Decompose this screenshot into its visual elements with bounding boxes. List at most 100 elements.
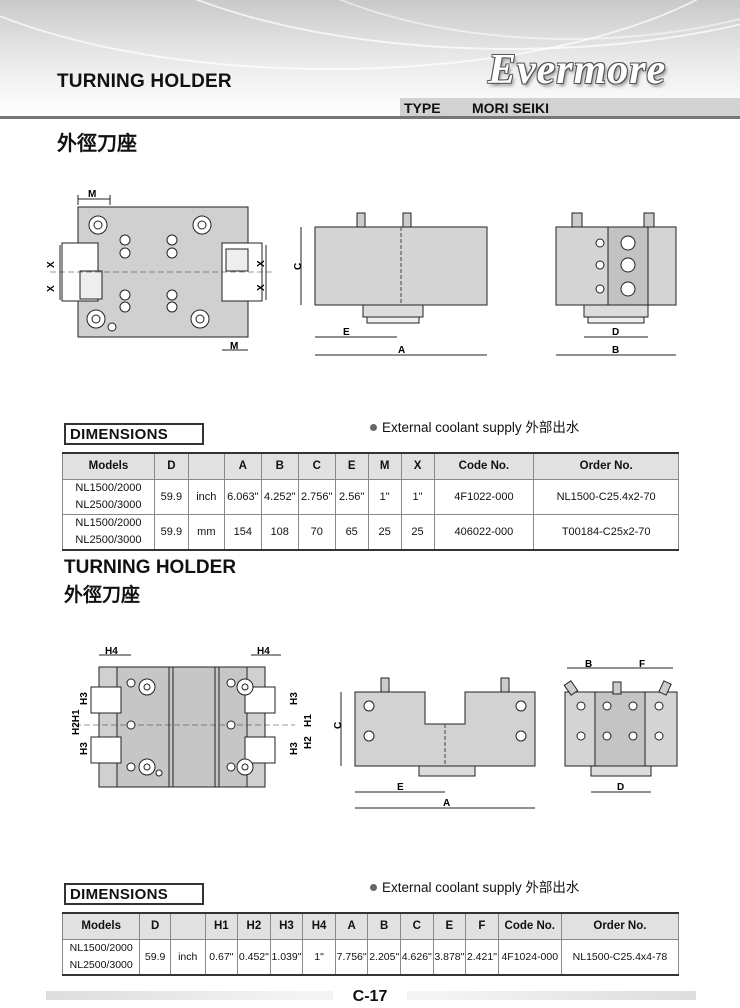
holder-side-view-drawing: D B bbox=[555, 212, 677, 356]
dim-h4-right: H4 bbox=[257, 646, 270, 657]
page-title: TURNING HOLDER bbox=[57, 71, 232, 92]
dim-m-top: M bbox=[88, 189, 96, 200]
cell-h3: 1.039" bbox=[269, 938, 304, 976]
cell-code: 4F1022-000 bbox=[433, 478, 535, 515]
col-header: A bbox=[334, 912, 369, 940]
dim-x-right-1: X bbox=[256, 260, 267, 267]
dim-f: F bbox=[639, 659, 645, 670]
col-header: B bbox=[367, 912, 401, 940]
col-header: H3 bbox=[269, 912, 304, 940]
col-header: Order No. bbox=[560, 912, 680, 940]
col-header: E bbox=[432, 912, 467, 940]
dimensions-table-1: Models D A B C E M X Code No. Order No. … bbox=[62, 452, 679, 551]
cell-b: 2.205" bbox=[367, 938, 401, 976]
cell-f: 2.421" bbox=[465, 938, 499, 976]
cell-a: 154 bbox=[223, 513, 262, 551]
dim-h2h1-left: H2H1 bbox=[71, 709, 82, 735]
cell-x: 1" bbox=[400, 478, 435, 515]
col-header: C bbox=[399, 912, 434, 940]
cell-a: 7.756" bbox=[334, 938, 369, 976]
cell-unit: inch bbox=[187, 478, 225, 515]
cell-h2: 0.452" bbox=[237, 938, 271, 976]
table-header-row: Models D A B C E M X Code No. Order No. bbox=[62, 452, 679, 480]
coolant-note-1: External coolant supply 外部出水 bbox=[370, 416, 579, 436]
col-header: H4 bbox=[302, 912, 336, 940]
header-band bbox=[0, 0, 740, 120]
col-header: E bbox=[334, 452, 369, 480]
cell-code: 406022-000 bbox=[433, 513, 535, 551]
section2-title: TURNING HOLDER bbox=[64, 557, 237, 578]
holder2-side-view-drawing: B F D bbox=[563, 659, 678, 793]
dimensions-label-1: DIMENSIONS bbox=[64, 423, 204, 445]
cell-e: 2.56" bbox=[334, 478, 369, 515]
col-header: F bbox=[465, 912, 499, 940]
dim-h3-left-bottom: H3 bbox=[79, 742, 90, 755]
dim-h3-right-bottom: H3 bbox=[289, 742, 300, 755]
dimensions-label-2: DIMENSIONS bbox=[64, 883, 204, 905]
col-header: Order No. bbox=[533, 452, 679, 480]
cell-e: 3.878" bbox=[432, 938, 467, 976]
dim-a: A bbox=[398, 345, 405, 356]
dim-d: D bbox=[612, 327, 619, 338]
bullet-icon bbox=[370, 884, 377, 891]
cell-code: 4F1024-000 bbox=[497, 938, 562, 976]
cell-e: 65 bbox=[334, 513, 369, 551]
holder2-front-view-drawing: C E A bbox=[333, 677, 536, 809]
coolant-note-2: External coolant supply 外部出水 bbox=[370, 876, 579, 896]
dim-e: E bbox=[343, 327, 350, 338]
type-value: MORI SEIKI bbox=[472, 100, 550, 116]
col-header: H2 bbox=[237, 912, 271, 940]
dim-h2-right: H2 bbox=[303, 736, 314, 749]
section2-title-cn: 外徑刀座 bbox=[64, 584, 141, 606]
col-header: Code No. bbox=[433, 452, 535, 480]
col-header: A bbox=[223, 452, 262, 480]
col-header: H1 bbox=[204, 912, 239, 940]
dim-e-2: E bbox=[397, 782, 404, 793]
col-header: Code No. bbox=[497, 912, 562, 940]
cell-order: NL1500-C25.4x4-78 bbox=[560, 938, 680, 976]
cell-d: 59.9 bbox=[153, 478, 189, 515]
col-header: C bbox=[297, 452, 336, 480]
col-header: Models bbox=[61, 912, 141, 940]
cell-x: 25 bbox=[400, 513, 435, 551]
cell-d: 59.9 bbox=[139, 938, 171, 976]
dim-c-2: C bbox=[333, 722, 344, 729]
col-header: D bbox=[153, 452, 189, 480]
table-header-row: Models D H1 H2 H3 H4 A B C E F Code No. … bbox=[61, 912, 680, 940]
cell-order: T00184-C25x2-70 bbox=[533, 513, 679, 551]
cell-c: 70 bbox=[297, 513, 336, 551]
dim-m-bottom: M bbox=[230, 341, 238, 352]
holder-top-view-drawing: M M X X X X bbox=[46, 189, 272, 352]
page-subtitle-cn: 外徑刀座 bbox=[57, 131, 137, 155]
bullet-icon bbox=[370, 424, 377, 431]
cell-unit: mm bbox=[187, 513, 225, 551]
cell-h4: 1" bbox=[302, 938, 336, 976]
cell-c: 4.626" bbox=[399, 938, 434, 976]
type-label: TYPE bbox=[404, 100, 441, 116]
dimensions-table-2: Models D H1 H2 H3 H4 A B C E F Code No. … bbox=[61, 912, 680, 976]
brand-logo: Evermore bbox=[488, 47, 667, 93]
cell-m: 1" bbox=[367, 478, 402, 515]
col-header bbox=[187, 452, 225, 480]
cell-h1: 0.67" bbox=[204, 938, 239, 976]
dim-b-2: B bbox=[585, 659, 592, 670]
dim-c: C bbox=[293, 263, 304, 270]
cell-b: 108 bbox=[260, 513, 299, 551]
holder2-top-view-drawing: H4 H4 H3 H2H1 H3 H3 H1 H3 H2 bbox=[71, 646, 314, 788]
cell-a: 6.063" bbox=[223, 478, 262, 515]
dim-h1-right: H1 bbox=[303, 714, 314, 727]
holder-front-view-drawing: C E A bbox=[293, 212, 488, 356]
dim-h3-right-top: H3 bbox=[289, 692, 300, 705]
page-number: C-17 bbox=[333, 985, 407, 1008]
cell-b: 4.252" bbox=[260, 478, 299, 515]
dim-h3-left-top: H3 bbox=[79, 692, 90, 705]
col-header: M bbox=[367, 452, 402, 480]
cell-m: 25 bbox=[367, 513, 402, 551]
col-header: X bbox=[400, 452, 435, 480]
col-header: D bbox=[139, 912, 171, 940]
dim-d-2: D bbox=[617, 782, 624, 793]
